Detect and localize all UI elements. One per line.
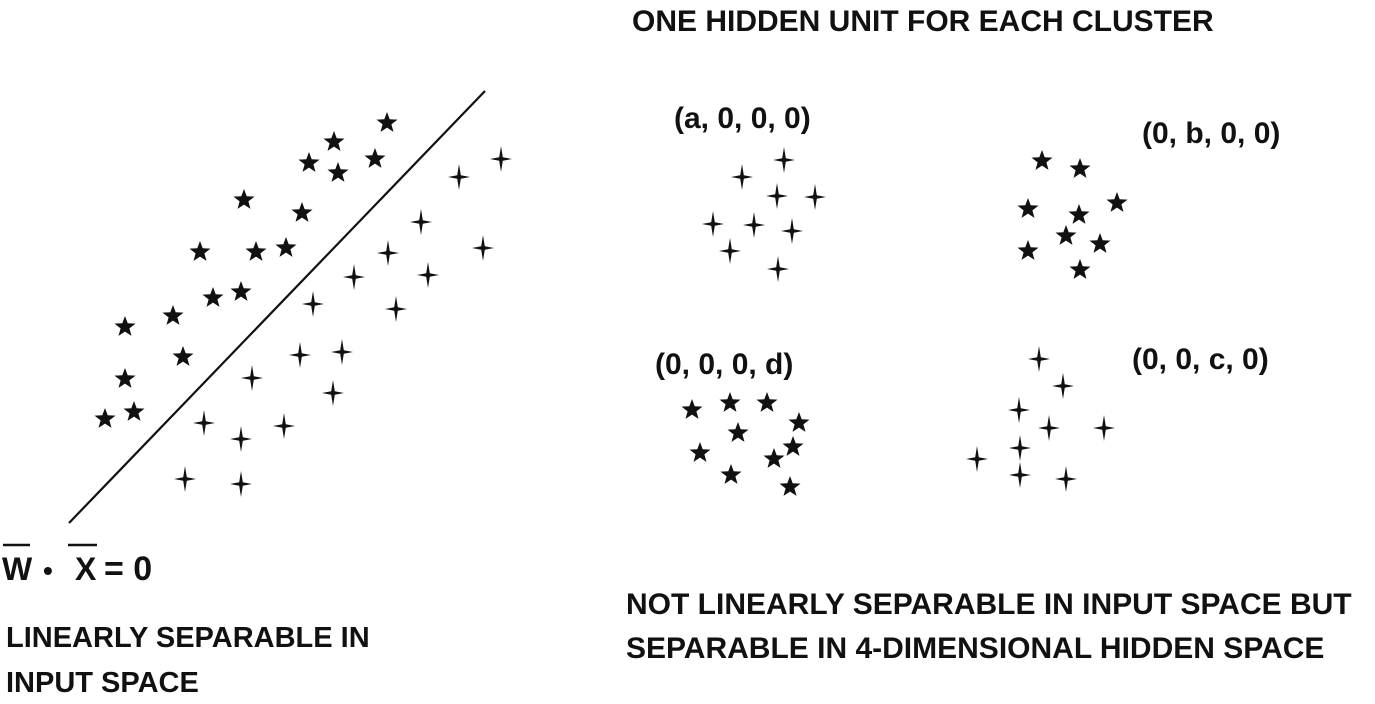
plus-point-icon (302, 291, 324, 317)
star-point-icon (189, 241, 211, 261)
plus-point-icon (731, 164, 753, 190)
equation-x: X (75, 551, 97, 587)
cluster-1: (0, b, 0, 0) (1017, 117, 1280, 279)
star-point-icon (720, 464, 742, 484)
cluster-hidden-vector-label: (0, b, 0, 0) (1142, 117, 1280, 150)
star-point-icon (1055, 225, 1077, 245)
star-point-icon (123, 401, 145, 421)
star-point-icon (779, 476, 801, 496)
plus-point-icon (377, 240, 399, 266)
star-point-icon (364, 148, 386, 168)
star-point-icon (94, 408, 116, 428)
star-point-icon (1069, 259, 1091, 279)
star-point-icon (114, 316, 136, 336)
star-point-icon (230, 281, 252, 301)
star-point-icon (376, 112, 398, 132)
plus-point-icon (241, 365, 263, 391)
star-point-icon (162, 305, 184, 325)
plus-point-icon (174, 466, 196, 492)
cluster-hidden-vector-label: (a, 0, 0, 0) (674, 102, 811, 135)
plus-point-icon (322, 380, 344, 406)
plus-point-icon (1055, 466, 1077, 492)
cluster-3: (0, 0, c, 0) (966, 343, 1269, 492)
plus-point-icon (193, 410, 215, 436)
plus-point-icon (719, 238, 741, 264)
star-point-icon (1089, 233, 1111, 253)
star-point-icon (1068, 204, 1090, 224)
star-point-icon (1031, 150, 1053, 170)
star-point-icon (291, 202, 313, 222)
star-point-icon (788, 412, 810, 432)
plus-point-icon (1009, 462, 1031, 488)
plus-point-icon (417, 262, 439, 288)
star-point-icon (1069, 158, 1091, 178)
diagram-title: ONE HIDDEN UNIT FOR EACH CLUSTER (632, 5, 1214, 38)
right-panel: (a, 0, 0, 0) (0, b, 0, 0) (0, 0, 0, d) (0, … (626, 102, 1352, 665)
star-point-icon (245, 241, 267, 261)
star-point-icon (763, 448, 785, 468)
cluster-0: (a, 0, 0, 0) (674, 102, 826, 282)
plus-point-icon (702, 211, 724, 237)
plus-point-icon (1028, 346, 1050, 372)
star-point-icon (114, 368, 136, 388)
plus-point-icon (230, 471, 252, 497)
plus-point-icon (230, 426, 252, 452)
plus-point-icon (743, 212, 765, 238)
star-point-icon (298, 152, 320, 172)
plus-point-icon (410, 209, 432, 235)
plus-point-icon (331, 339, 353, 365)
star-point-icon (172, 346, 194, 366)
plus-point-icon (1052, 373, 1074, 399)
cluster-hidden-vector-label: (0, 0, c, 0) (1132, 343, 1269, 376)
plus-point-icon (781, 218, 803, 244)
left-caption-line1: LINEARLY SEPARABLE IN (6, 622, 370, 654)
decision-boundary-line (68, 90, 486, 524)
plus-point-icon (490, 146, 512, 172)
star-point-icon (1017, 198, 1039, 218)
star-point-icon (202, 287, 224, 307)
cluster-hidden-vector-label: (0, 0, 0, d) (655, 348, 793, 381)
boundary-equation: W • X = 0 (2, 543, 152, 588)
class-star-points (94, 112, 398, 428)
star-point-icon (782, 436, 804, 456)
plus-point-icon (289, 342, 311, 368)
left-panel: W • X = 0 LINEARLY SEPARABLE IN INPUT SP… (2, 90, 512, 699)
star-point-icon (719, 392, 741, 412)
equation-rhs: = 0 (104, 550, 152, 588)
star-point-icon (275, 237, 297, 257)
plus-point-icon (448, 164, 470, 190)
star-point-icon (233, 189, 255, 209)
star-point-icon (756, 392, 778, 412)
star-point-icon (681, 399, 703, 419)
plus-point-icon (1038, 415, 1060, 441)
star-point-icon (1017, 240, 1039, 260)
star-point-icon (323, 131, 345, 151)
star-point-icon (1106, 192, 1128, 212)
cluster-2: (0, 0, 0, d) (655, 348, 810, 496)
plus-point-icon (385, 296, 407, 322)
star-point-icon (727, 422, 749, 442)
plus-point-icon (472, 235, 494, 261)
plus-point-icon (804, 184, 826, 210)
hidden-unit-clusters: (a, 0, 0, 0) (0, b, 0, 0) (0, 0, 0, d) (0, … (655, 102, 1280, 496)
equation-w: W (2, 551, 33, 587)
right-caption-line2: SEPARABLE IN 4-DIMENSIONAL HIDDEN SPACE (626, 632, 1324, 665)
plus-point-icon (766, 183, 788, 209)
plus-point-icon (1093, 415, 1115, 441)
star-point-icon (689, 442, 711, 462)
right-caption-line1: NOT LINEARLY SEPARABLE IN INPUT SPACE BU… (626, 588, 1352, 621)
class-plus-points (174, 146, 512, 497)
equation-dot: • (43, 555, 53, 586)
plus-point-icon (773, 147, 795, 173)
plus-point-icon (767, 256, 789, 282)
plus-point-icon (966, 446, 988, 472)
plus-point-icon (1008, 397, 1030, 423)
plus-point-icon (343, 264, 365, 290)
plus-point-icon (1009, 435, 1031, 461)
plus-point-icon (273, 413, 295, 439)
star-point-icon (327, 162, 349, 182)
left-caption-line2: INPUT SPACE (6, 667, 199, 699)
